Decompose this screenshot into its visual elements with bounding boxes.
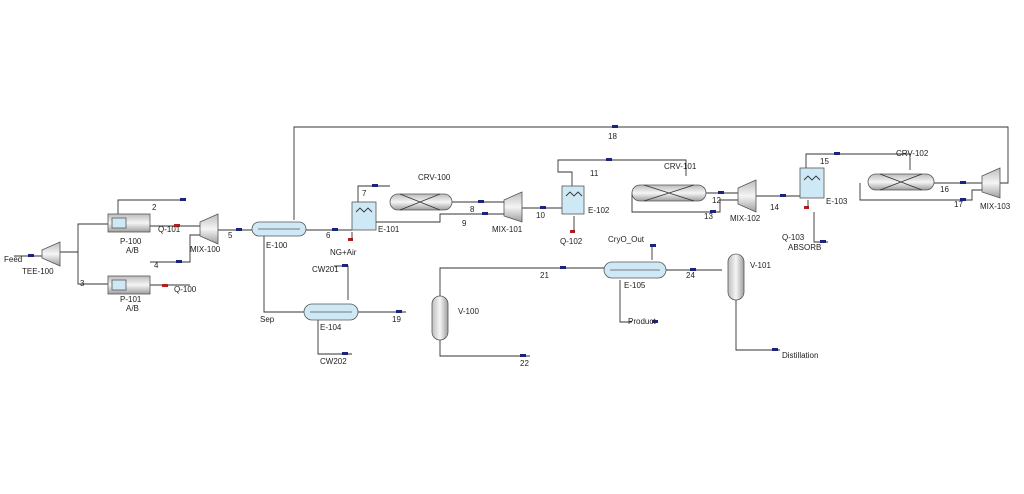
label-crv-100: CRV-100	[418, 173, 451, 182]
label-stream-cryo-out: CryO_Out	[608, 235, 645, 244]
mixer-mix-103	[981, 167, 1001, 199]
heater-e-101	[351, 201, 377, 231]
reactor-crv-102	[867, 173, 935, 191]
label-stream-3: 3	[80, 279, 85, 288]
label-v-101: V-101	[750, 261, 771, 270]
label-stream-21: 21	[540, 271, 549, 280]
label-e-100: E-100	[266, 241, 288, 250]
heat-exchanger-e-104	[303, 303, 359, 321]
label-stream-sep: Sep	[260, 315, 275, 324]
vessel-v-101	[727, 253, 745, 301]
label-q-103: Q-103	[782, 233, 805, 242]
label-stream-15: 15	[820, 157, 829, 166]
stream-lines	[14, 126, 1009, 357]
heater-e-103	[799, 167, 825, 199]
label-e-104: E-104	[320, 323, 342, 332]
label-stream-distillation: Distillation	[782, 351, 818, 360]
label-stream-22: 22	[520, 359, 529, 368]
label-stream-18: 18	[608, 132, 617, 141]
label-stream-16: 16	[940, 185, 949, 194]
label-mix-101: MIX-101	[492, 225, 523, 234]
label-stream-6: 6	[326, 231, 331, 240]
label-stream-8: 8	[470, 205, 475, 214]
label-stream-product: Product	[628, 317, 656, 326]
mixer-mix-100	[199, 213, 219, 245]
reactor-crv-101	[631, 184, 707, 202]
label-stream-19: 19	[392, 315, 401, 324]
mixer-mix-102	[737, 179, 757, 213]
label-v-100: V-100	[458, 307, 479, 316]
label-tee-100: TEE-100	[22, 267, 54, 276]
label-e-101: E-101	[378, 225, 400, 234]
label-stream-4: 4	[154, 261, 159, 270]
label-crv-101: CRV-101	[664, 162, 697, 171]
label-mix-102: MIX-102	[730, 214, 761, 223]
pump-p-101	[107, 275, 151, 295]
label-p-101: P-101	[120, 295, 142, 304]
label-stream-7: 7	[362, 189, 367, 198]
label-stream-absorb: ABSORB	[788, 243, 821, 252]
tee-100	[41, 241, 61, 267]
label-stream-14: 14	[770, 203, 779, 212]
reactor-crv-100	[389, 193, 453, 211]
label-p-101-sub: A/B	[126, 304, 139, 313]
heat-exchanger-e-105	[603, 261, 667, 279]
stream-markers	[28, 125, 966, 357]
label-stream-11: 11	[590, 169, 599, 178]
label-stream-5: 5	[228, 231, 233, 240]
label-stream-cw202: CW202	[320, 357, 347, 366]
label-stream-17: 17	[954, 200, 963, 209]
label-e-103: E-103	[826, 197, 848, 206]
label-q-101: Q-101	[158, 225, 181, 234]
label-stream-2: 2	[152, 203, 157, 212]
label-crv-102: CRV-102	[896, 149, 929, 158]
label-stream-feed: Feed	[4, 255, 22, 264]
label-stream-13: 13	[704, 212, 713, 221]
energy-labels: Q-101 Q-100 Q-102 Q-103	[158, 225, 805, 294]
label-stream-24: 24	[686, 271, 695, 280]
mixer-mix-101	[503, 191, 523, 223]
heater-e-102	[561, 185, 585, 215]
label-e-102: E-102	[588, 206, 610, 215]
label-stream-ngair: NG+Air	[330, 248, 357, 257]
label-mix-103: MIX-103	[980, 202, 1011, 211]
heat-exchanger-e-100	[251, 221, 307, 237]
label-stream-10: 10	[536, 211, 545, 220]
vessel-v-100	[431, 295, 449, 341]
label-stream-9: 9	[462, 219, 467, 228]
label-stream-12: 12	[712, 196, 721, 205]
label-mix-100: MIX-100	[190, 245, 221, 254]
label-q-102: Q-102	[560, 237, 583, 246]
label-stream-cw201: CW201	[312, 265, 339, 274]
label-p-100-sub: A/B	[126, 246, 139, 255]
label-p-100: P-100	[120, 237, 142, 246]
pump-p-100	[107, 213, 151, 233]
label-e-105: E-105	[624, 281, 646, 290]
equipment-labels: TEE-100 P-100 A/B P-101 A/B MIX-100 E-10…	[22, 149, 1011, 332]
label-q-100: Q-100	[174, 285, 197, 294]
stream-labels: Feed 2 3 4 5 6 7 8 9 10 11 12 13 14 15 1…	[4, 132, 963, 368]
